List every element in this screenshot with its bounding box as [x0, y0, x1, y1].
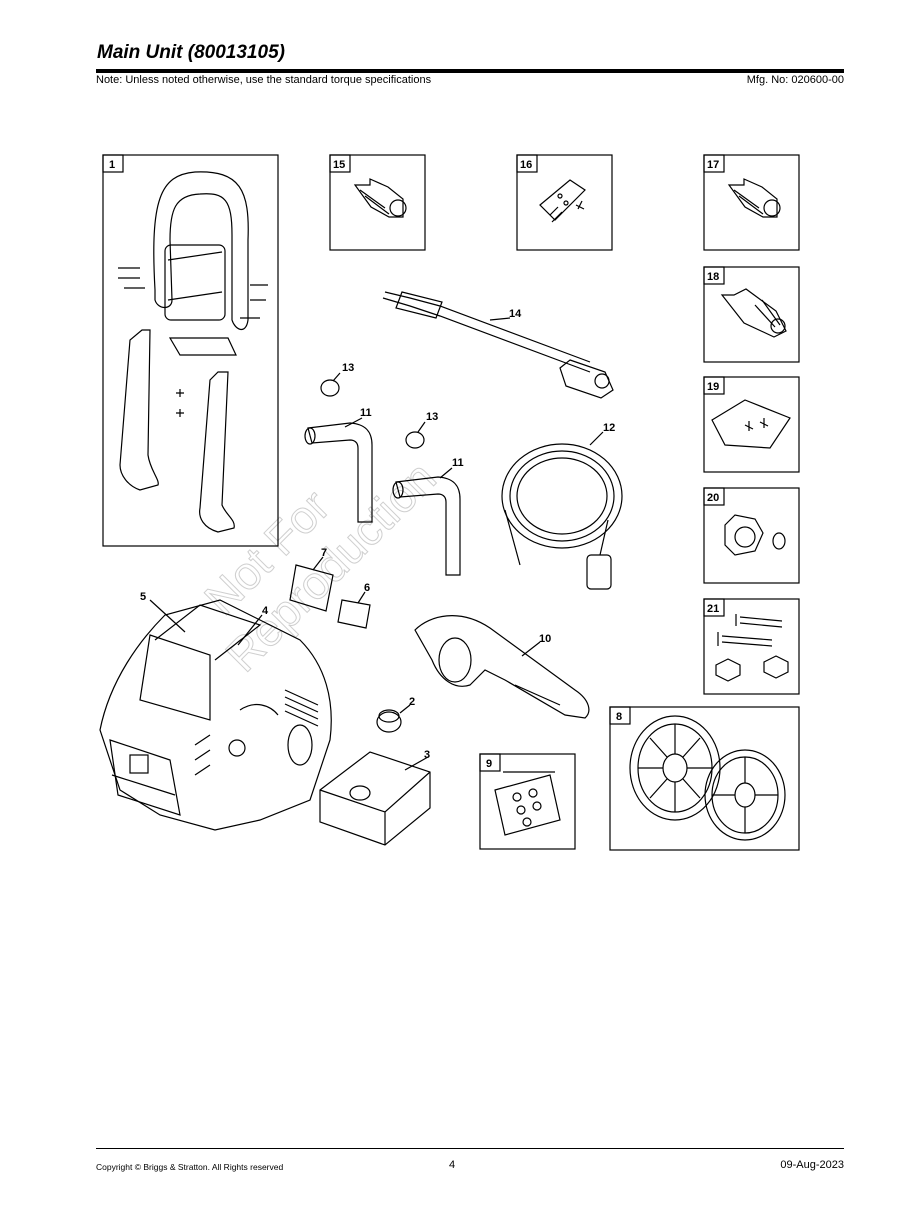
box-number-16: 16 [520, 159, 532, 171]
callout-3: 3 [424, 749, 430, 761]
page-title: Main Unit (80013105) [97, 42, 285, 63]
box-number-9: 9 [486, 758, 492, 770]
part-2-plug [376, 709, 402, 733]
callout-11b: 11 [452, 457, 464, 469]
leader-14 [489, 317, 511, 321]
callout-6: 6 [364, 582, 370, 594]
part-7-label [289, 564, 334, 612]
part-main-body [99, 599, 332, 831]
footer-rule [96, 1148, 844, 1149]
leader-5 [149, 599, 186, 633]
leader-13b [417, 421, 426, 433]
part-box-15 [329, 154, 426, 251]
part-11-tube-a [304, 422, 373, 523]
part-13-cap-a [320, 379, 340, 397]
part-box-17 [703, 154, 800, 251]
box-number-15: 15 [333, 159, 345, 171]
callout-14: 14 [509, 308, 522, 320]
leader-11b [439, 467, 453, 479]
part-13-cap-b [405, 431, 425, 449]
part-10-gun [414, 615, 590, 719]
leader-3 [404, 756, 429, 771]
leader-2 [399, 704, 411, 714]
watermark: Not For Reproduction [194, 451, 446, 682]
box-number-20: 20 [707, 492, 719, 504]
box-number-17: 17 [707, 159, 719, 171]
mfg-number: Mfg. No: 020600-00 [746, 74, 844, 86]
leader-10 [521, 641, 541, 657]
leader-11a [344, 417, 363, 428]
callout-7: 7 [321, 547, 327, 559]
callout-12: 12 [603, 422, 615, 434]
box-number-18: 18 [707, 271, 719, 283]
part-box-21 [703, 598, 800, 695]
callout-13b: 13 [426, 411, 438, 423]
part-box-18 [703, 266, 800, 363]
leader-4 [237, 614, 263, 646]
part-12-hose [501, 443, 623, 590]
torque-note: Note: Unless noted otherwise, use the st… [96, 74, 432, 86]
part-box-19 [703, 376, 800, 473]
box-number-21: 21 [707, 603, 719, 615]
leader-6 [357, 591, 366, 604]
header-rule [96, 69, 844, 73]
callout-5: 5 [140, 591, 146, 603]
callout-13a: 13 [342, 362, 354, 374]
page-number: 4 [449, 1159, 456, 1171]
callout-2: 2 [409, 696, 415, 708]
part-11-tube-b [392, 476, 461, 576]
leader-13a [332, 372, 341, 382]
callout-11a: 11 [360, 407, 372, 419]
copyright: Copyright © Briggs & Stratton. All Right… [96, 1162, 284, 1172]
box-number-1: 1 [109, 159, 115, 171]
part-3-cover [319, 751, 431, 846]
footer-date: 09-Aug-2023 [780, 1159, 844, 1171]
part-box-8 [609, 706, 800, 851]
part-box-20 [703, 487, 800, 584]
part-box-16 [516, 154, 613, 251]
leader-12 [589, 431, 604, 446]
part-box-9 [479, 753, 576, 850]
callout-10: 10 [539, 633, 551, 645]
part-14-wand [382, 291, 614, 399]
box-number-19: 19 [707, 381, 719, 393]
box-number-8: 8 [616, 711, 622, 723]
part-6-label [337, 599, 371, 629]
part-box-1 [102, 154, 279, 547]
leader-7 [312, 556, 324, 571]
callout-4: 4 [262, 605, 269, 617]
